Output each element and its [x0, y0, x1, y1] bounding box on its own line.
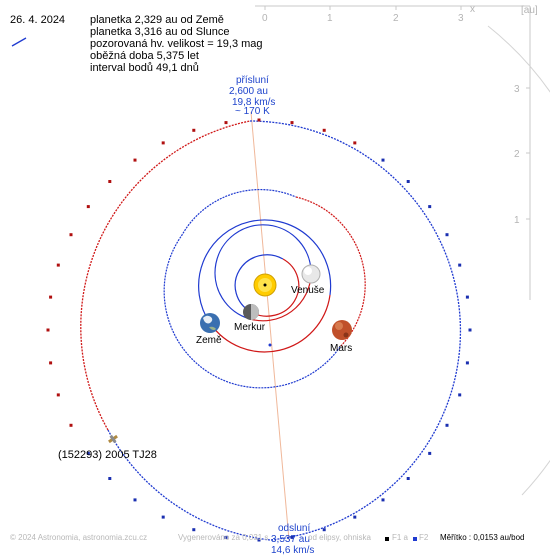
asteroid-orbit-dot — [56, 263, 60, 267]
info-line-magnitude: pozorovaná hv. velikost = 19,3 mag — [90, 38, 263, 50]
aphelion-title: odsluní — [278, 523, 311, 534]
mercury-orbit-blue — [234, 254, 284, 313]
asteroid-orbit-dot — [49, 295, 53, 299]
asteroid-orbit-dot — [353, 141, 357, 145]
asteroid-orbit-dot — [133, 158, 137, 162]
asteroid-orbit-dot — [445, 233, 449, 237]
asteroid-orbit-dot — [406, 180, 410, 183]
earth-orbit-red — [209, 294, 331, 353]
asteroid-orbit-dot — [192, 528, 196, 532]
perihelion-distance: 2,600 au — [229, 86, 268, 97]
y-tick-label-3: 3 — [514, 84, 520, 95]
x-tick-label-2: 2 — [393, 13, 399, 24]
asteroid-marker — [108, 434, 118, 444]
axes — [255, 5, 531, 300]
aphelion-distance: 3,537 au — [271, 534, 310, 545]
info-line-sun-distance: planetka 3,316 au od Slunce — [90, 26, 230, 38]
asteroid-orbit-dot — [69, 233, 73, 237]
mars-label: Mars — [330, 343, 353, 354]
venus-planet — [301, 264, 321, 284]
venus-label: Venuše — [291, 285, 325, 296]
asteroid-orbit-red — [80, 120, 251, 431]
asteroid-orbit-dot — [458, 263, 462, 267]
asteroid-orbit-dot — [465, 361, 469, 365]
aphelion-speed: 14,6 km/s — [271, 545, 315, 556]
asteroid-label: (152293) 2005 TJ28 — [58, 449, 157, 461]
asteroid-orbit-dot — [290, 535, 294, 539]
perihelion-speed: 19,8 km/s — [232, 97, 276, 108]
asteroid-orbit-dot — [86, 451, 90, 455]
ellipse-focus-marker — [268, 343, 272, 347]
venus-orbit-red — [249, 273, 312, 322]
asteroid-orbit-dot — [49, 361, 53, 365]
asteroid-orbit-dot — [257, 118, 261, 122]
asteroid-orbit-dot — [322, 528, 326, 532]
x-axis-label: x — [470, 4, 475, 15]
x-tick-label-0: 0 — [262, 13, 268, 24]
info-line-period: oběžná doba 5,375 let — [90, 50, 199, 62]
footer-generated: Vygenerováno za 0,031 s — [178, 533, 269, 542]
focus-f2-icon — [413, 537, 417, 541]
outer-reference-arc — [487, 25, 550, 496]
venus-orbit-blue — [214, 224, 312, 320]
legend-stroke-icon — [11, 37, 27, 47]
asteroid-orbit-dot — [46, 328, 50, 332]
asteroid-orbit-dot — [161, 141, 165, 145]
x-tick-label-1: 1 — [327, 13, 333, 24]
apsis-line — [250, 111, 290, 541]
mercury-label: Merkur — [234, 322, 266, 333]
asteroid-orbit-dot — [458, 393, 462, 397]
asteroid-orbit-markers — [46, 118, 472, 542]
asteroid-orbit-dot — [290, 121, 294, 125]
asteroid-orbit-dot — [108, 180, 112, 183]
footer-f2: F2 — [419, 533, 429, 542]
axis-unit-label: [au] — [521, 5, 538, 16]
asteroid-orbit-dot — [428, 205, 432, 209]
asteroid-orbit-dot — [224, 121, 228, 125]
mercury-planet — [243, 304, 259, 320]
info-line-interval: interval bodů 49,1 dnů — [90, 62, 199, 74]
asteroid-orbit-dot — [86, 205, 90, 209]
footer-f1: F1 a — [392, 533, 409, 542]
y-tick-label-2: 2 — [514, 149, 520, 160]
mercury-orbit-red — [250, 258, 300, 317]
asteroid-orbit-dot — [108, 477, 112, 480]
footer-ellipse: od elipsy, ohniska — [308, 533, 371, 542]
focus-f1-icon — [385, 537, 389, 541]
mars-orbit-blue — [163, 188, 341, 389]
date-label: 26. 4. 2024 — [10, 14, 66, 26]
x-tick-label-3: 3 — [458, 13, 464, 24]
asteroid-orbit-dot — [406, 477, 410, 480]
asteroid-orbit-dot — [353, 515, 357, 519]
earth-planet — [200, 313, 220, 333]
asteroid-orbit-blue — [107, 120, 462, 541]
footer-credit[interactable]: © 2024 Astronomia, astronomia.zcu.cz — [10, 533, 148, 542]
asteroid-orbit-dot — [465, 295, 469, 299]
asteroid-orbit-dot — [381, 498, 385, 502]
perihelion-title: přísluní — [236, 75, 269, 86]
mars-orbit-red — [295, 196, 366, 348]
asteroid-orbit-dot — [69, 423, 73, 427]
sun — [253, 273, 277, 297]
asteroid-orbit-dot — [133, 498, 137, 502]
asteroid-orbit-dot — [192, 128, 196, 132]
y-tick-label-1: 1 — [514, 215, 520, 226]
asteroid-orbit-dot — [224, 535, 228, 539]
asteroid-orbit-dot — [322, 128, 326, 132]
asteroid-orbit-dot — [468, 328, 472, 332]
footer-scale: Měřítko : 0,0153 au/bod — [440, 533, 525, 542]
asteroid-orbit-dot — [381, 158, 385, 162]
earth-orbit-blue — [198, 219, 332, 324]
mars-planet — [332, 320, 352, 340]
asteroid-orbit-dot — [445, 423, 449, 427]
asteroid-orbit-dot — [56, 393, 60, 397]
info-line-earth-distance: planetka 2,329 au od Země — [90, 14, 224, 26]
earth-label: Země — [196, 335, 222, 346]
perihelion-temperature: ~ 170 K — [235, 106, 270, 117]
asteroid-orbit-dot — [161, 515, 165, 519]
asteroid-orbit-dot — [257, 538, 261, 542]
asteroid-orbit-dot — [428, 451, 432, 455]
